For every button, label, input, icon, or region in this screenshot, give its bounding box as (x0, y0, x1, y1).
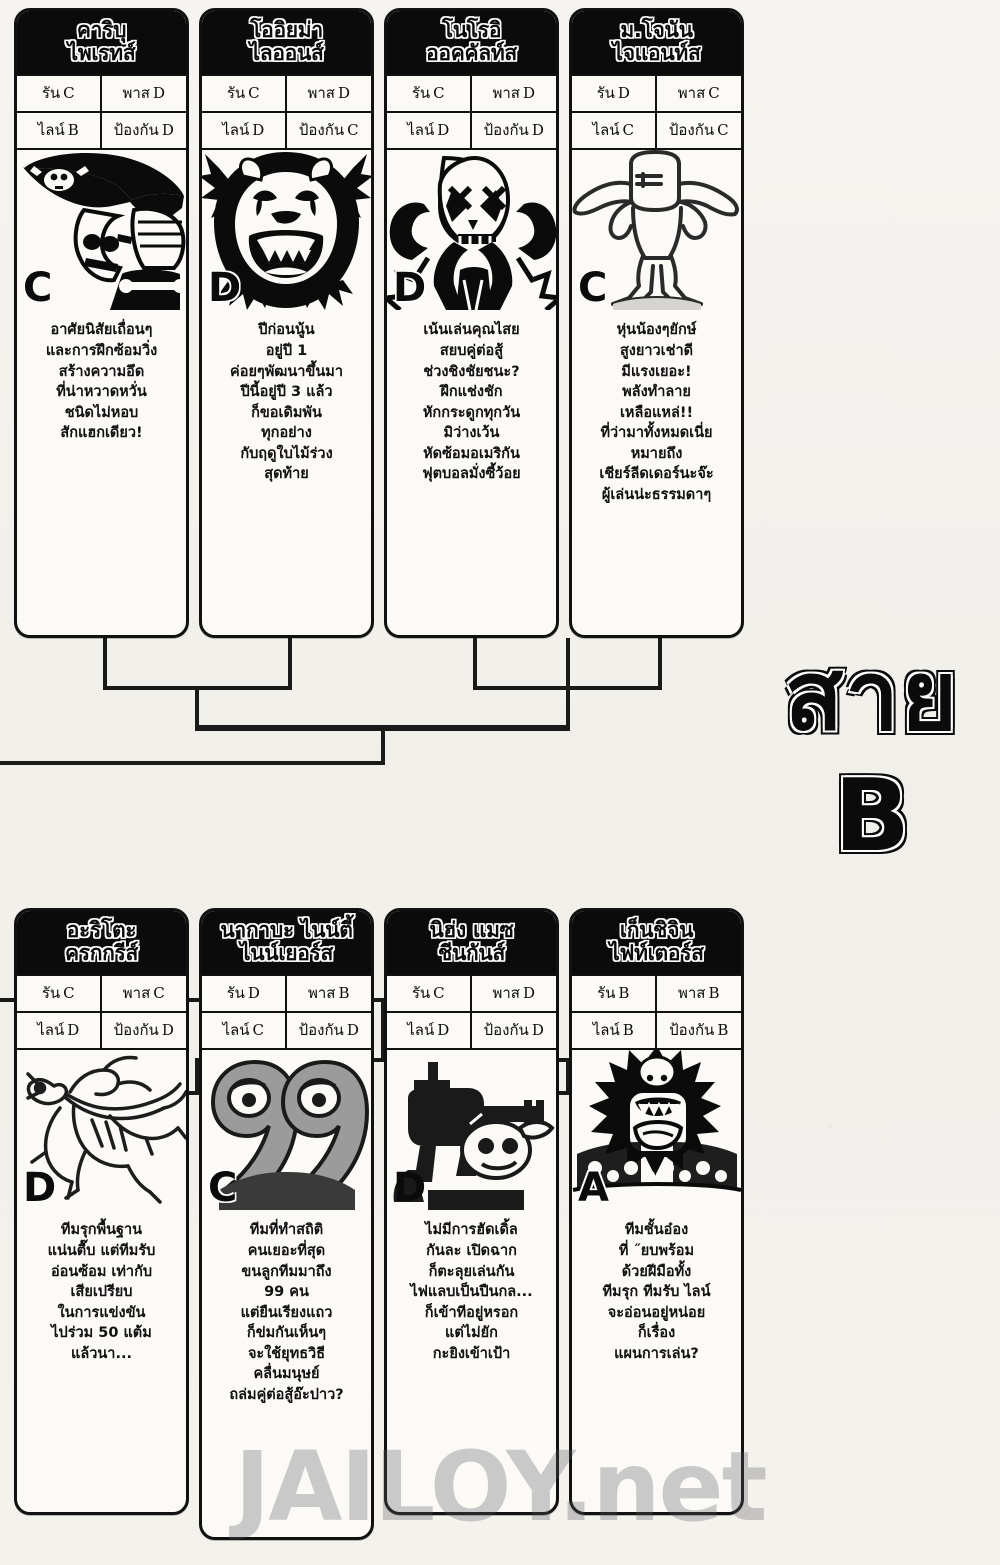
team-card-header: คาริบุ ไพเรทส์ (17, 11, 186, 75)
team-card-header: โนโรอิ ออคคัลท์ส (387, 11, 556, 75)
team-artwork: C (572, 150, 741, 311)
team-name-line2: ชีนกันส์ (438, 940, 505, 965)
team-grade: A (578, 1165, 609, 1211)
team-name-line2: ไจแอนท์ส (612, 40, 701, 65)
team-artwork: C (202, 1050, 371, 1211)
group-label-letter: B (833, 757, 911, 874)
team-name-line1: นากาบะ ไนน์ตี้ (220, 918, 353, 942)
stat-line: ไลน์B (572, 1013, 657, 1051)
stat-line: ไลน์D (387, 113, 472, 151)
team-artwork: D (202, 150, 371, 311)
team-name-line1: เก็นชิจิน (619, 918, 694, 942)
stat-line: ไลน์D (387, 1013, 472, 1051)
team-artwork: C (17, 150, 186, 311)
team-name-line1: อะริโตะ (66, 918, 137, 942)
team-name-line2: ไฟท์เตอร์ส (609, 940, 704, 965)
team-grade: C (208, 1165, 238, 1211)
team-name-line1: คาริบุ (76, 18, 127, 42)
team-grade: D (393, 265, 427, 311)
team-description: ทีมรุกพื้นฐานแน่นตื๊บ แต่ทีมรับ อ่อนซ้อม… (47, 1222, 156, 1362)
team-card-header: เก็นชิจิน ไฟท์เตอร์ส (572, 911, 741, 975)
group-label-thai: สาย (784, 640, 960, 752)
team-name-line1: ม.โจนัน (620, 18, 693, 42)
team-card-header: นากาบะ ไนน์ตี้ ไนน์เยอร์ส (202, 911, 371, 975)
team-card-header: โออิยม่า ไลออนส์ (202, 11, 371, 75)
team-description: ไม่มีการฮัดเดิ้ลกันละ เปิดฉาก ก็ตะลุยเล่… (410, 1222, 533, 1362)
team-name-line2: ออคคัลท์ส (426, 40, 517, 65)
team-name-line2: ไลออนส์ (249, 40, 324, 65)
team-description: หุ่นน้องๆยักษ์สูงยาวเช่าดี มีแรงเยอะ!พลั… (599, 322, 714, 503)
group-label: สาย B (752, 648, 992, 866)
team-grade: C (578, 265, 608, 311)
team-description: ปีก่อนนู้นอยู่ปี 1 ค่อยๆพัฒนาขึ้นมาปีนี้… (230, 322, 343, 483)
team-artwork: D (387, 150, 556, 311)
team-name-line1: โนโรอิ (441, 18, 502, 42)
team-name-line2: ครกกรีส์ (64, 940, 139, 965)
team-name-line2: ไพเรทส์ (67, 40, 136, 65)
team-grade: D (23, 1165, 57, 1211)
team-name-line1: นิฮ่ง แมซ (429, 918, 514, 942)
team-name-line2: ไนน์เยอร์ส (239, 940, 334, 965)
team-name-line1: โออิยม่า (250, 18, 323, 42)
team-card-header: อะริโตะ ครกกรีส์ (17, 911, 186, 975)
team-description: เน้นเล่นคุณไสยสยบคู่ต่อสู้ ช่วงชิงชัยชนะ… (422, 322, 521, 483)
stat-line: ไลน์D (17, 1013, 102, 1051)
team-description: อาศัยนิสัยเถื่อนๆและการฝึกซ้อมวิ่ง สร้าง… (45, 322, 158, 442)
team-artwork: A (572, 1050, 741, 1211)
team-grade: D (208, 265, 242, 311)
stat-line: ไลน์B (17, 113, 102, 151)
team-artwork: D (17, 1050, 186, 1211)
team-card-header: ม.โจนัน ไจแอนท์ส (572, 11, 741, 75)
stat-line: ไลน์C (202, 1013, 287, 1051)
team-grade: D (393, 1165, 427, 1211)
team-description: ทีมชั้นอ๋องที่ ˝ยบพร้อม ด้วยฝีมือทั้งทีม… (602, 1222, 711, 1362)
stat-line: ไลน์D (202, 113, 287, 151)
team-artwork: D (387, 1050, 556, 1211)
stat-line: ไลน์C (572, 113, 657, 151)
team-grade: C (23, 265, 53, 311)
team-card-header: นิฮ่ง แมซ ชีนกันส์ (387, 911, 556, 975)
